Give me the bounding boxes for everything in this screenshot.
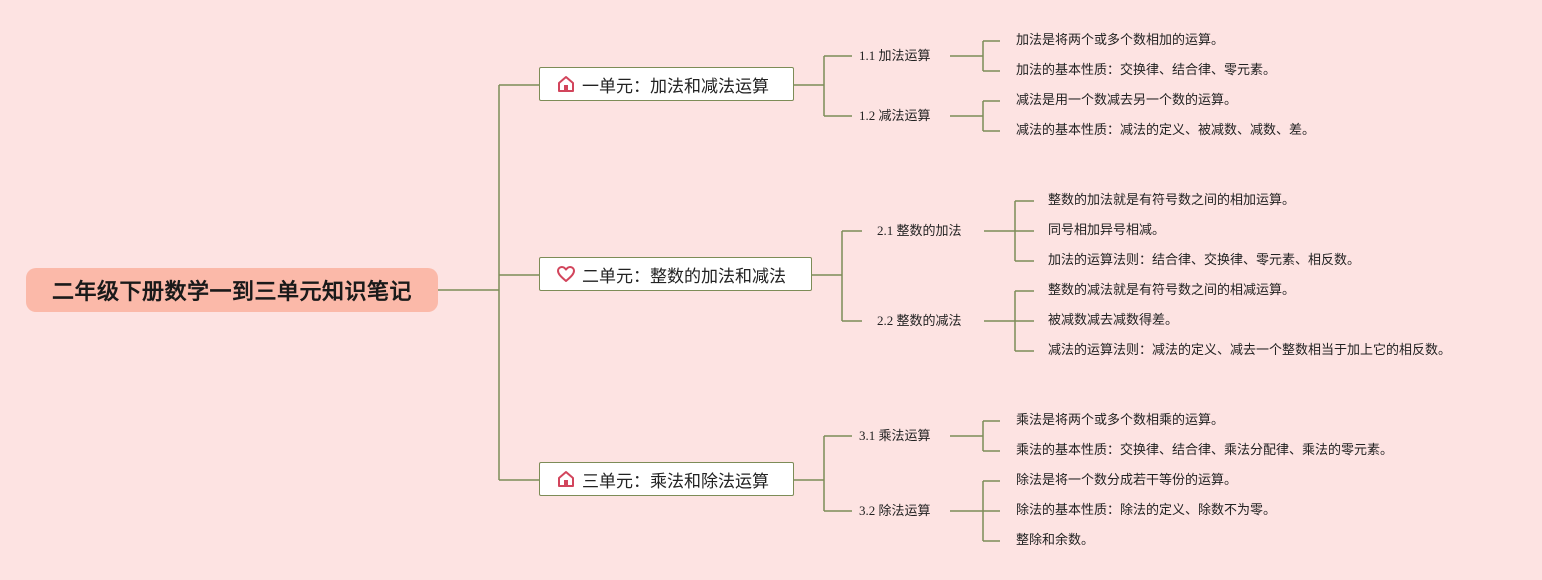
unit-2-label: 二单元：整数的加法和减法 xyxy=(582,266,786,287)
unit-2-branch-line xyxy=(812,230,862,322)
unit-1-node[interactable]: 一单元：加法和减法运算 xyxy=(539,67,794,101)
root-branch-line xyxy=(438,84,539,481)
root-topic-label: 二年级下册数学一到三单元知识笔记 xyxy=(51,280,412,305)
heart-icon xyxy=(556,264,576,284)
unit-2-node[interactable]: 二单元：整数的加法和减法 xyxy=(539,257,812,291)
point-3-2-3[interactable]: 整除和余数。 xyxy=(1016,533,1095,548)
subtopic-2-1-branch-line xyxy=(984,200,1034,262)
home-icon xyxy=(556,469,576,489)
point-1-1-2[interactable]: 加法的基本性质：交换律、结合律、零元素。 xyxy=(1016,63,1277,78)
unit-3-branch-line xyxy=(794,435,852,512)
point-2-1-3[interactable]: 加法的运算法则：结合律、交换律、零元素、相反数。 xyxy=(1048,253,1361,268)
unit-1-branch-line xyxy=(794,55,852,117)
point-1-2-2[interactable]: 减法的基本性质：减法的定义、被减数、减数、差。 xyxy=(1016,123,1316,138)
subtopic-2-1[interactable]: 2.1 整数的加法 xyxy=(877,223,962,238)
subtopic-3-1[interactable]: 3.1 乘法运算 xyxy=(859,428,931,443)
point-3-2-1[interactable]: 除法是将一个数分成若干等份的运算。 xyxy=(1016,473,1238,488)
point-1-2-1[interactable]: 减法是用一个数减去另一个数的运算。 xyxy=(1016,93,1238,108)
point-2-1-1[interactable]: 整数的加法就是有符号数之间的相加运算。 xyxy=(1048,193,1296,208)
point-3-1-1[interactable]: 乘法是将两个或多个数相乘的运算。 xyxy=(1016,413,1225,428)
subtopic-1-1[interactable]: 1.1 加法运算 xyxy=(859,48,931,63)
unit-3-node[interactable]: 三单元：乘法和除法运算 xyxy=(539,462,794,496)
root-topic[interactable]: 二年级下册数学一到三单元知识笔记 xyxy=(26,268,438,312)
unit-3-label: 三单元：乘法和除法运算 xyxy=(582,471,769,492)
subtopic-1-2[interactable]: 1.2 减法运算 xyxy=(859,108,931,123)
subtopic-1-2-branch-line xyxy=(950,100,1000,132)
subtopic-3-1-branch-line xyxy=(950,420,1000,452)
subtopic-2-2-branch-line xyxy=(984,290,1034,352)
subtopic-1-1-branch-line xyxy=(950,40,1000,72)
point-2-2-1[interactable]: 整数的减法就是有符号数之间的相减运算。 xyxy=(1048,283,1296,298)
point-2-2-3[interactable]: 减法的运算法则：减法的定义、减去一个整数相当于加上它的相反数。 xyxy=(1048,343,1452,358)
point-1-1-1[interactable]: 加法是将两个或多个数相加的运算。 xyxy=(1016,33,1225,48)
point-2-2-2[interactable]: 被减数减去减数得差。 xyxy=(1048,313,1179,328)
point-2-1-2[interactable]: 同号相加异号相减。 xyxy=(1048,223,1166,238)
subtopic-2-2[interactable]: 2.2 整数的减法 xyxy=(877,313,962,328)
unit-1-label: 一单元：加法和减法运算 xyxy=(582,76,769,97)
subtopic-3-2[interactable]: 3.2 除法运算 xyxy=(859,503,931,518)
subtopic-3-2-branch-line xyxy=(950,480,1000,542)
point-3-2-2[interactable]: 除法的基本性质：除法的定义、除数不为零。 xyxy=(1016,503,1277,518)
point-3-1-2[interactable]: 乘法的基本性质：交换律、结合律、乘法分配律、乘法的零元素。 xyxy=(1016,443,1394,458)
home-icon xyxy=(556,74,576,94)
